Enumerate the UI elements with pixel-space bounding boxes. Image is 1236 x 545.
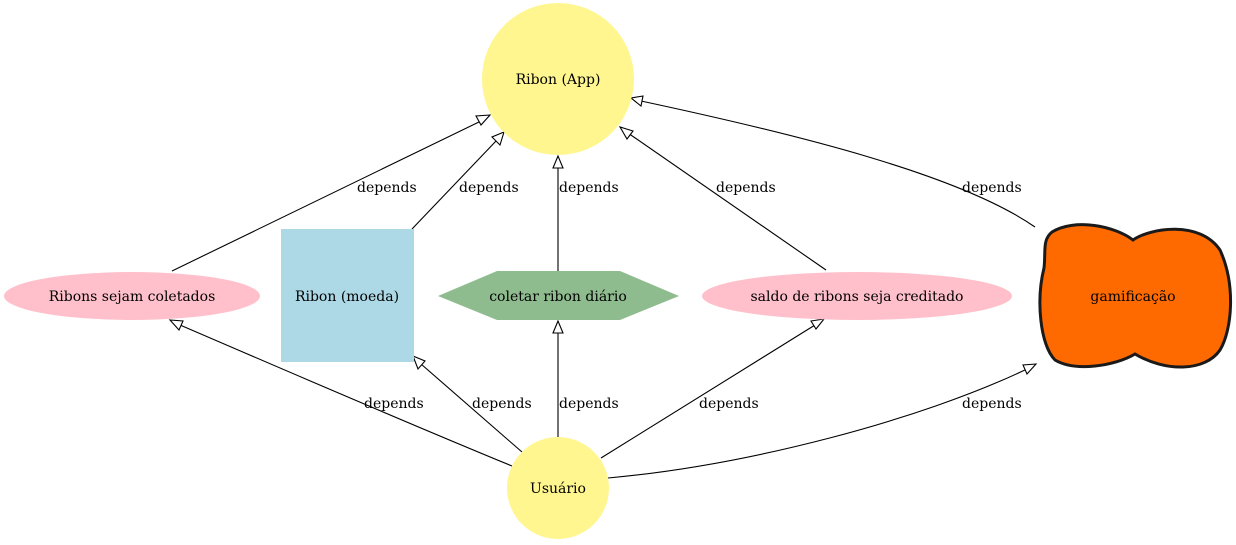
edge-usuario-to-coletar-diario: depends	[552, 319, 619, 437]
node-saldo-creditado-label: saldo de ribons seja creditado	[751, 289, 964, 305]
node-gamificacao[interactable]: gamificação	[1038, 223, 1233, 369]
edge-ribons-coletados-to-ribon-app: depends	[171, 114, 492, 272]
arrowhead	[1022, 363, 1038, 375]
nodes: Ribon (App) Ribons sejam coletados Ribon…	[4, 3, 1233, 539]
edge-line	[627, 132, 827, 271]
edge-label: depends	[364, 396, 424, 412]
node-ribon-app-shape	[482, 3, 634, 155]
edge-line	[607, 368, 1028, 479]
edge-label: depends	[962, 396, 1022, 412]
edge-label: depends	[472, 396, 532, 412]
node-coletar-diario-label: coletar ribon diário	[489, 289, 627, 305]
edges: depends depends depends depends depends	[168, 95, 1038, 479]
node-coletar-diario[interactable]: coletar ribon diário	[438, 271, 679, 320]
arrowhead	[552, 154, 564, 169]
arrowhead	[168, 319, 184, 331]
node-saldo-creditado[interactable]: saldo de ribons seja creditado	[702, 272, 1012, 320]
edge-line	[179, 324, 513, 467]
node-ribon-app[interactable]: Ribon (App)	[482, 3, 634, 155]
edge-label: depends	[716, 180, 776, 196]
arrowhead	[491, 131, 505, 147]
node-ribons-coletados[interactable]: Ribons sejam coletados	[4, 272, 260, 320]
edge-label: depends	[559, 396, 619, 412]
arrowhead	[475, 114, 492, 126]
node-ribons-coletados-shape	[4, 272, 260, 320]
node-ribon-moeda[interactable]: Ribon (moeda)	[281, 229, 414, 362]
arrowhead	[810, 318, 826, 330]
edge-usuario-to-saldo-creditado: depends	[600, 318, 826, 459]
node-ribon-moeda-label: Ribon (moeda)	[295, 289, 399, 305]
node-ribons-coletados-label: Ribons sejam coletados	[49, 289, 216, 305]
edge-label: depends	[357, 180, 417, 196]
arrowhead	[552, 319, 564, 334]
edge-line	[171, 120, 482, 272]
edge-label: depends	[962, 180, 1022, 196]
edge-ribon-moeda-to-ribon-app: depends	[411, 131, 519, 230]
node-coletar-diario-shape	[438, 271, 679, 320]
edge-usuario-to-gamificacao: depends	[607, 363, 1038, 479]
arrowhead	[629, 95, 644, 107]
arrowhead	[618, 126, 634, 140]
edge-coletar-diario-to-ribon-app: depends	[552, 154, 619, 271]
node-gamificacao-shape	[1038, 223, 1233, 369]
node-gamificacao-label: gamificação	[1090, 289, 1175, 305]
node-saldo-creditado-shape	[702, 272, 1012, 320]
edge-gamificacao-to-ribon-app: depends	[629, 95, 1036, 228]
node-usuario-shape	[507, 437, 609, 539]
edge-label: depends	[699, 396, 759, 412]
node-usuario[interactable]: Usuário	[507, 437, 609, 539]
edge-usuario-to-ribons-coletados: depends	[168, 319, 513, 467]
edge-line	[420, 363, 523, 453]
edge-line	[411, 139, 498, 230]
edge-usuario-to-ribon-moeda: depends	[412, 354, 532, 453]
edge-line	[600, 324, 816, 459]
arrowhead	[412, 354, 426, 371]
edge-label: depends	[459, 180, 519, 196]
edge-line	[640, 100, 1036, 228]
node-usuario-label: Usuário	[530, 481, 586, 497]
edge-label: depends	[559, 180, 619, 196]
node-ribon-app-label: Ribon (App)	[516, 72, 601, 88]
node-ribon-moeda-shape	[281, 229, 414, 362]
edge-saldo-creditado-to-ribon-app: depends	[618, 126, 827, 271]
